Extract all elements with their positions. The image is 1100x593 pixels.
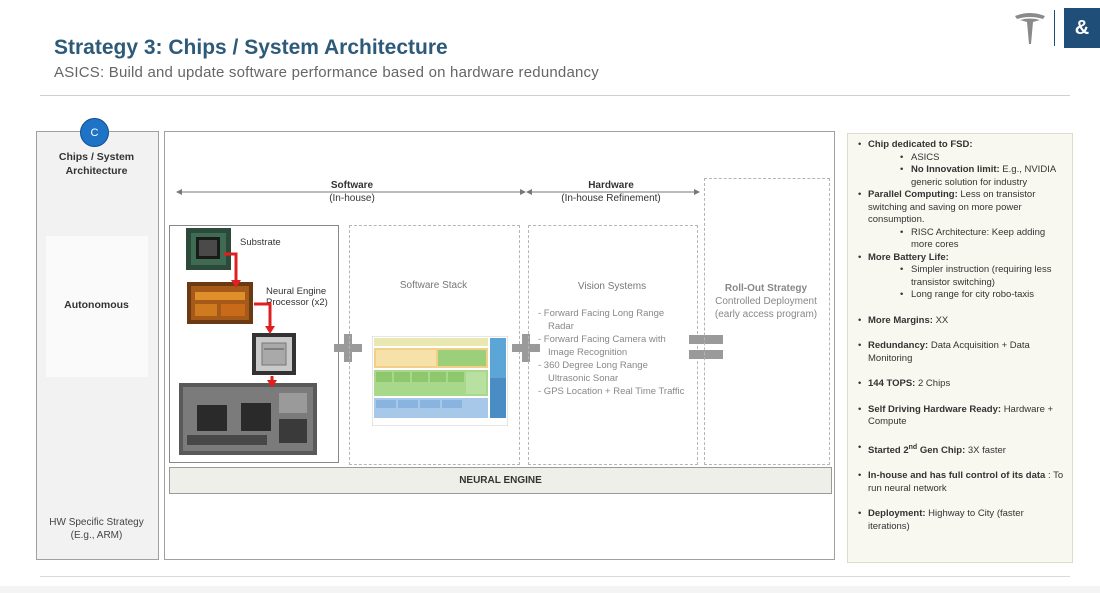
equals-icon xyxy=(689,335,723,359)
software-stack-title: Software Stack xyxy=(399,280,468,291)
plus-icon xyxy=(334,334,362,362)
vision-systems-box xyxy=(528,225,698,465)
list-item: - Forward Facing Camera with Image Recog… xyxy=(538,334,666,358)
category-hw-specific: HW Specific Strategy (E.g., ARM) xyxy=(49,517,144,541)
list-item: In-house and has full control of its dat… xyxy=(856,470,1068,495)
list-item: Deployment: Highway to City (faster iter… xyxy=(856,508,1068,533)
substrate-chip-image xyxy=(186,228,231,270)
tesla-logo-icon xyxy=(1015,13,1045,44)
brand-logo-icon: & xyxy=(1064,8,1100,48)
software-title: Software xyxy=(330,180,374,191)
list-subitem: No Innovation limit: E.g., NVIDIA generi… xyxy=(856,164,1068,189)
footer-divider xyxy=(40,576,1070,577)
footer-bar xyxy=(0,586,1100,593)
list-item: 144 TOPS: 2 Chips xyxy=(856,378,1068,391)
list-item: More Margins: XX xyxy=(856,315,1068,328)
software-subtitle: (In-house) xyxy=(329,193,375,204)
list-item: Redundancy: Data Acquisition + Data Moni… xyxy=(856,340,1068,365)
list-item: - Forward Facing Long Range Radar xyxy=(538,308,665,332)
hardware-header: Hardware (In-house Refinement) xyxy=(546,179,676,205)
list-item: - GPS Location + Real Time Traffic xyxy=(538,386,685,397)
neural-engine-label: Neural Engine Processor (x2) xyxy=(266,286,328,308)
software-stack-diagram xyxy=(372,336,508,426)
list-item: Self Driving Hardware Ready: Hardware + … xyxy=(856,404,1068,429)
page-title: Strategy 3: Chips / System Architecture xyxy=(54,36,448,59)
plus-icon xyxy=(512,334,540,362)
vision-systems-list: - Forward Facing Long Range Radar - Forw… xyxy=(538,307,688,398)
list-item: Parallel Computing: Less on transistor s… xyxy=(856,189,1068,227)
neural-engine-die-image xyxy=(187,282,253,324)
rollout-title: Roll-Out Strategy xyxy=(724,283,808,294)
list-subitem: Long range for city robo-taxis xyxy=(856,289,1068,302)
category-title: Chips / System Architecture xyxy=(58,151,135,177)
list-item: More Battery Life: xyxy=(856,252,1068,265)
list-item: - 360 Degree Long Range Ultrasonic Sonar xyxy=(538,360,648,384)
header-divider xyxy=(40,95,1070,96)
rollout-strategy: Roll-Out Strategy Controlled Deployment … xyxy=(706,282,826,321)
vision-systems-title: Vision Systems xyxy=(577,281,647,292)
hardware-title: Hardware xyxy=(588,180,634,191)
list-subitem: RISC Architecture: Keep adding more core… xyxy=(856,227,1068,252)
autonomous-highlight xyxy=(46,236,148,377)
hardware-flow-arrows xyxy=(224,252,277,388)
substrate-label: Substrate xyxy=(240,237,281,248)
hardware-subtitle: (In-house Refinement) xyxy=(561,193,661,204)
list-item: Started 2nd Gen Chip: 3X faster xyxy=(856,442,1068,458)
circuit-board-image xyxy=(179,383,317,455)
neural-engine-bar: NEURAL ENGINE xyxy=(169,467,832,494)
page-subtitle: ASICS: Build and update software perform… xyxy=(54,64,599,81)
category-badge: C xyxy=(80,118,109,147)
list-item: Chip dedicated to FSD: xyxy=(856,139,1068,152)
rollout-strategy-box xyxy=(704,178,830,465)
software-header: Software (In-house) xyxy=(292,179,412,205)
timeline-arrows xyxy=(176,189,700,195)
list-subitem: Simpler instruction (requiring less tran… xyxy=(856,264,1068,289)
category-autonomous: Autonomous xyxy=(64,299,129,311)
list-subitem: ASICS xyxy=(856,152,1068,165)
processor-package-image xyxy=(252,333,296,375)
rollout-description: Controlled Deployment (early access prog… xyxy=(714,296,818,320)
benefits-list: Chip dedicated to FSD: ASICS No Innovati… xyxy=(856,139,1068,533)
logo-separator xyxy=(1054,10,1055,46)
